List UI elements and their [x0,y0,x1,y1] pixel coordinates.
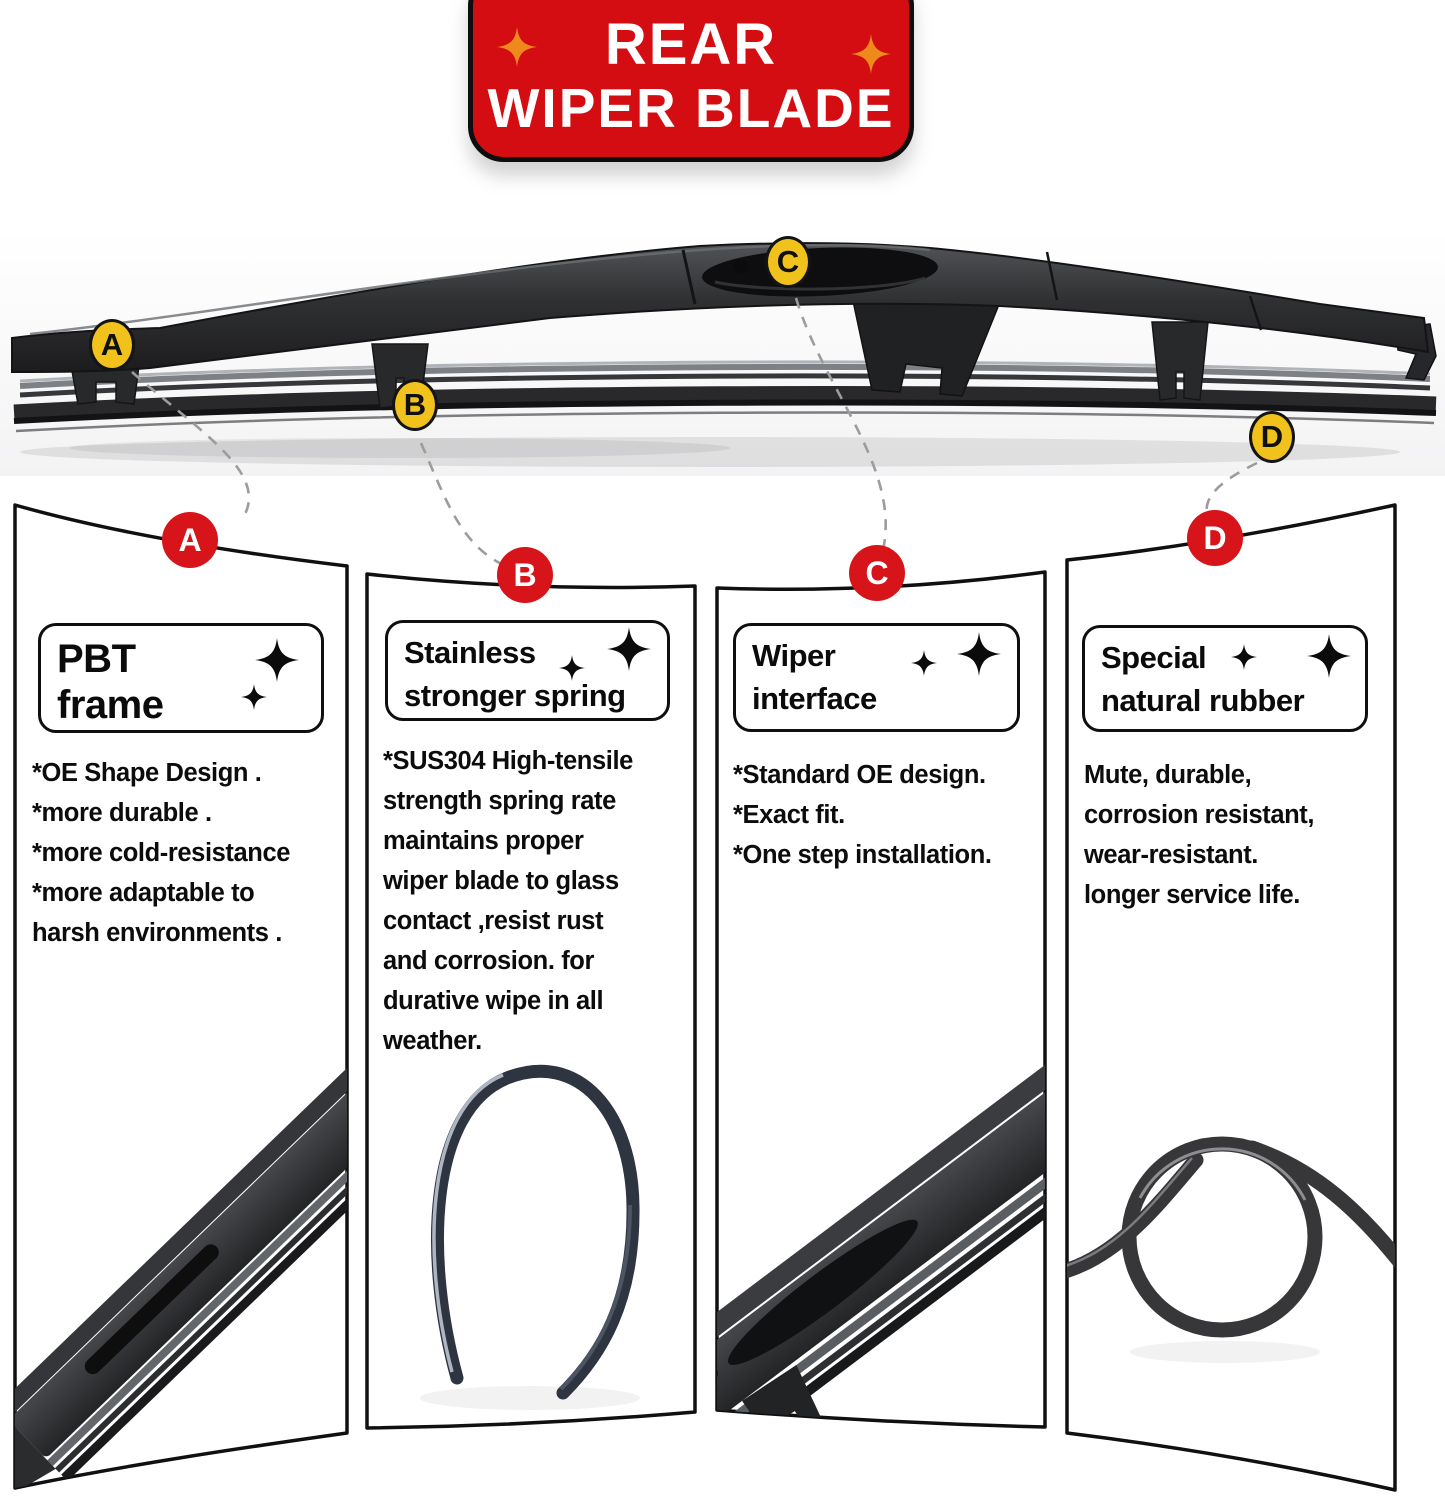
leader-b [419,442,511,570]
panel-b-body-line: weather. [383,1027,482,1055]
panel-a-body-line: *OE Shape Design . [32,759,262,787]
blade-callout-c: C [765,236,811,288]
panel-b-title-line1: Stainless [404,635,536,670]
panel-d-title-box: Special natural rubber [1082,625,1368,732]
panel-b-body-line: *SUS304 High-tensile [383,747,633,775]
panel-c-body: *Standard OE design. *Exact fit. *One st… [733,755,992,875]
panel-b-title-box: Stainless stronger spring [385,620,670,721]
panel-c-badge: C [851,547,903,599]
panel-b-frame [365,572,697,1430]
panel-d-body: Mute, durable, corrosion resistant, wear… [1084,755,1314,915]
panel-d-title-line1: Special [1101,640,1207,675]
wiper-blade-photo [0,228,1445,476]
panel-b-body-line: maintains proper [383,827,584,855]
panel-c-body-line: *One step installation. [733,841,992,869]
panel-c-title-box: Wiper interface [733,623,1020,732]
panel-a-title-box: PBT frame [38,623,324,733]
panel-a-body-line: *more cold-resistance [32,839,291,867]
blade-callout-b: B [392,379,438,431]
panel-d-badge: D [1189,512,1241,564]
panel-c-body-line: *Exact fit. [733,801,845,829]
panel-c-title-line2: interface [752,681,877,716]
panel-d-body-line: wear-resistant. [1084,841,1258,869]
panel-a-body-line: *more durable . [32,799,212,827]
panel-b-body-line: durative wipe in all [383,987,604,1015]
panel-b-title-line2: stronger spring [404,678,626,713]
panel-b-body: *SUS304 High-tensile strength spring rat… [383,741,633,1061]
panel-d-body-line: corrosion resistant, [1084,801,1315,829]
panel-b-body-line: and corrosion. for [383,947,594,975]
panel-a-body-line: harsh environments . [32,919,282,947]
panel-b-body-line: strength spring rate [383,787,616,815]
panel-b-badge: B [499,549,551,601]
panel-c-title-line1: Wiper [752,638,836,673]
blade-callout-d: D [1249,411,1295,463]
panel-d-body-line: longer service life. [1084,881,1300,909]
panel-a-title-line1: PBT [57,637,136,681]
panel-b-body-line: wiper blade to glass [383,867,619,895]
rubber-photo [1067,1136,1395,1363]
blade-callout-a: A [89,319,135,371]
panel-a-body: *OE Shape Design . *more durable . *more… [32,753,290,953]
panel-d-title-line2: natural rubber [1101,683,1305,718]
panel-c-body-line: *Standard OE design. [733,761,986,789]
panel-b-body-line: contact ,resist rust [383,907,604,935]
header-banner: REAR WIPER BLADE [468,0,914,162]
panel-d-body-line: Mute, durable, [1084,761,1252,789]
leader-c [794,297,887,559]
banner-title-line1: REAR [604,12,778,77]
spring-photo [420,1064,640,1410]
pbt-frame-photo [15,1045,347,1488]
panel-a-badge: A [164,514,216,566]
panel-a-body-line: *more adaptable to [32,879,255,907]
panel-a-title-line2: frame [57,683,164,727]
interface-photo [717,1037,1045,1427]
banner-title-line2: WIPER BLADE [487,77,895,139]
